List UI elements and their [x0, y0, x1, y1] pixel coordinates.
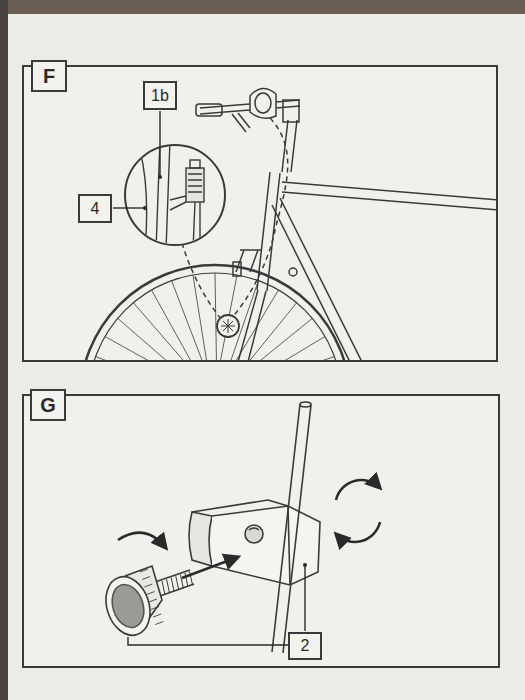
detail-magnifier	[125, 140, 225, 250]
leader-line	[113, 207, 144, 208]
panel-frame	[23, 66, 497, 361]
leader-line	[304, 566, 305, 631]
leader-dot	[158, 175, 162, 179]
callout-number: 4	[91, 201, 100, 217]
callout-number-box: 2	[288, 632, 322, 660]
callout-number-box: 4	[78, 194, 112, 223]
leader-line	[159, 111, 160, 176]
clamp-illustration	[99, 402, 320, 653]
panel-frame	[23, 395, 499, 667]
insert-arrow	[182, 557, 238, 578]
panel-letter: G	[40, 395, 56, 415]
callout-number: 1b	[151, 88, 169, 104]
turn-arrow	[118, 533, 166, 548]
rotate-arrow	[336, 480, 380, 500]
callout-number-box: 1b	[143, 81, 177, 110]
leader-line	[128, 637, 288, 645]
rotate-arrow	[336, 522, 380, 542]
background-edge	[0, 0, 8, 700]
paper-sheet	[8, 14, 525, 700]
panel-letter-box: F	[31, 60, 67, 92]
leader-dot	[143, 206, 147, 210]
panel-letter-box: G	[30, 389, 66, 421]
bicycle-illustration	[80, 88, 496, 360]
leader-dot	[303, 563, 307, 567]
panel-letter: F	[43, 66, 55, 86]
callout-number: 2	[301, 638, 310, 654]
